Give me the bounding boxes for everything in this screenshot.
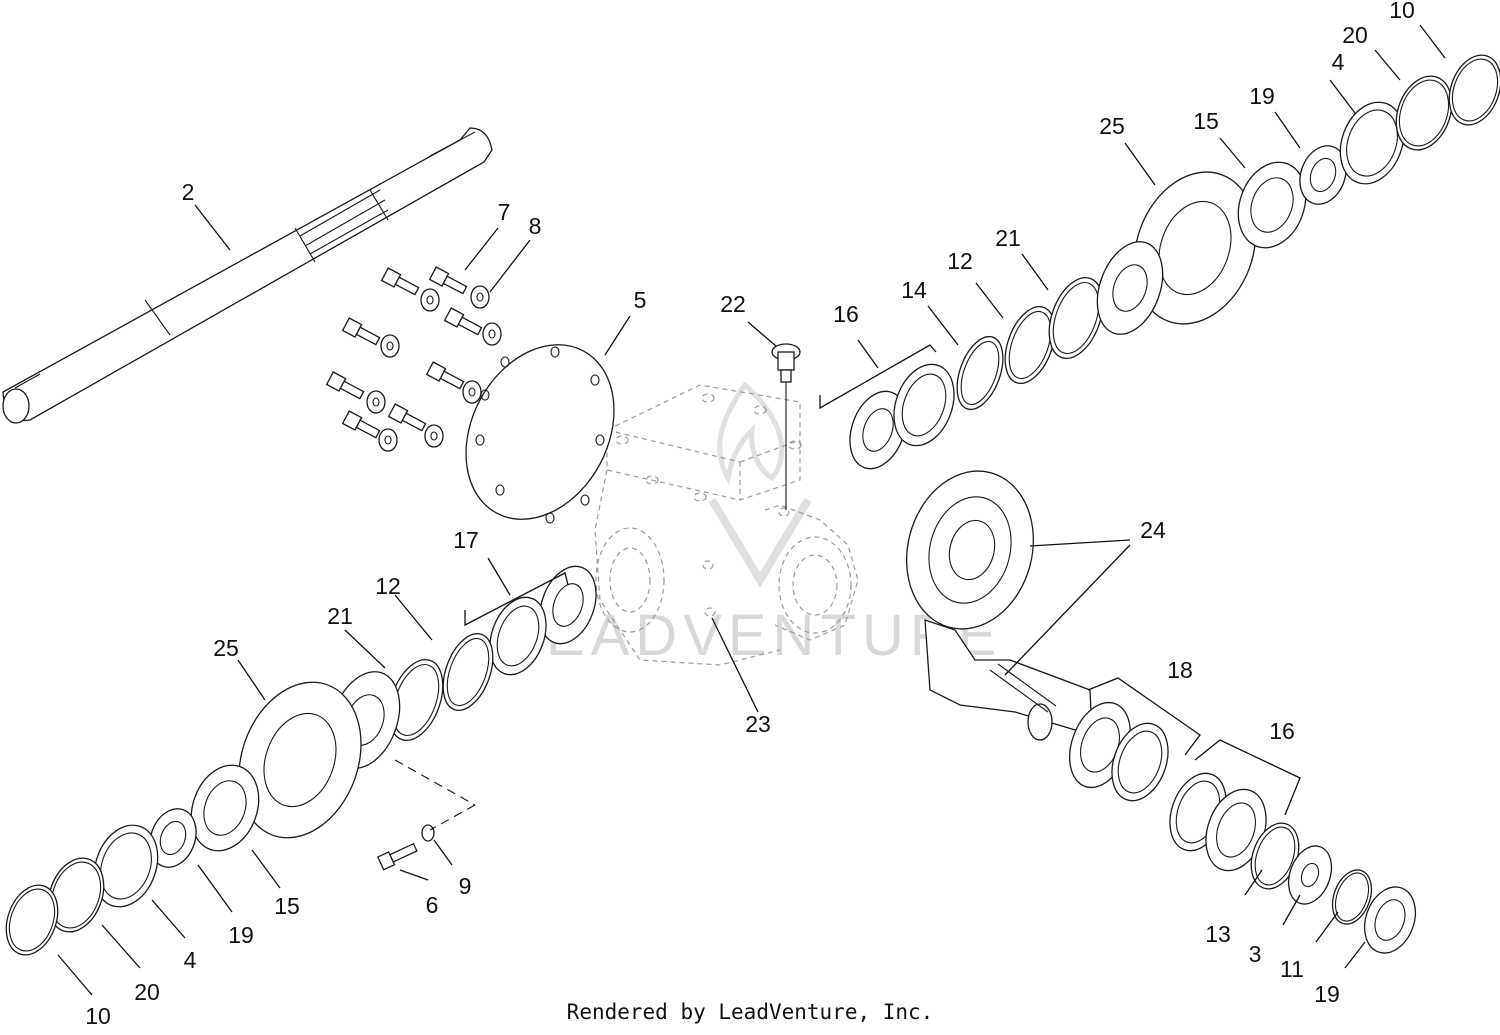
callout-16-lower: 16 <box>1269 718 1295 744</box>
callout-8: 8 <box>529 213 542 239</box>
callout-9: 9 <box>459 873 472 899</box>
callout-21-upper: 21 <box>995 225 1021 251</box>
callout-13: 13 <box>1205 921 1231 947</box>
callout-18: 18 <box>1167 657 1193 683</box>
callout-25-lower: 25 <box>213 635 239 661</box>
main-shaft <box>2 127 493 424</box>
lower-right-bearings <box>1069 701 1417 954</box>
callout-7: 7 <box>498 199 511 225</box>
callout-15-upper: 15 <box>1193 108 1219 134</box>
callout-21-lower: 21 <box>327 603 353 629</box>
callout-14: 14 <box>901 277 927 303</box>
callout-10-lower: 10 <box>85 1003 111 1029</box>
callout-16-upper: 16 <box>833 301 859 327</box>
bolts-and-washers <box>325 266 502 452</box>
gearbox-housing <box>594 384 859 666</box>
callout-12-lower: 12 <box>375 573 401 599</box>
callout-19-right: 19 <box>1314 981 1340 1007</box>
callout-6: 6 <box>426 892 439 918</box>
callout-10-upper: 10 <box>1389 0 1415 23</box>
callout-11: 11 <box>1280 956 1304 982</box>
callout-17: 17 <box>453 527 479 553</box>
lower-left-parts <box>5 565 597 956</box>
callout-19-upper: 19 <box>1249 83 1275 109</box>
vent-plug <box>771 343 801 510</box>
render-credit: Rendered by LeadVenture, Inc. <box>566 1000 934 1024</box>
callout-2: 2 <box>182 179 195 205</box>
callout-12-upper: 12 <box>947 248 973 274</box>
callout-22: 22 <box>720 291 746 317</box>
callout-labels: 2 7 8 5 22 16 14 12 21 25 15 19 4 20 10 … <box>85 0 1415 1029</box>
callout-25-upper: 25 <box>1099 113 1125 139</box>
callout-4-upper: 4 <box>1332 49 1345 75</box>
callout-24: 24 <box>1140 517 1166 543</box>
upper-right-bearing-stack <box>849 277 1104 470</box>
callout-19-lower: 19 <box>228 922 254 948</box>
callout-15-lower: 15 <box>274 893 300 919</box>
callout-20-lower: 20 <box>134 979 160 1005</box>
callout-23: 23 <box>745 711 771 737</box>
callout-5: 5 <box>634 287 647 313</box>
upper-flange-hub <box>1096 171 1257 335</box>
upper-outer-parts <box>1237 54 1500 249</box>
gasket-plate <box>465 344 615 524</box>
leader-lines <box>57 24 1446 996</box>
callout-4-lower: 4 <box>184 947 197 973</box>
callout-3: 3 <box>1249 941 1262 967</box>
screw-and-washer <box>376 759 476 871</box>
bevel-gear-set <box>905 470 1093 741</box>
callout-20-upper: 20 <box>1342 22 1368 48</box>
